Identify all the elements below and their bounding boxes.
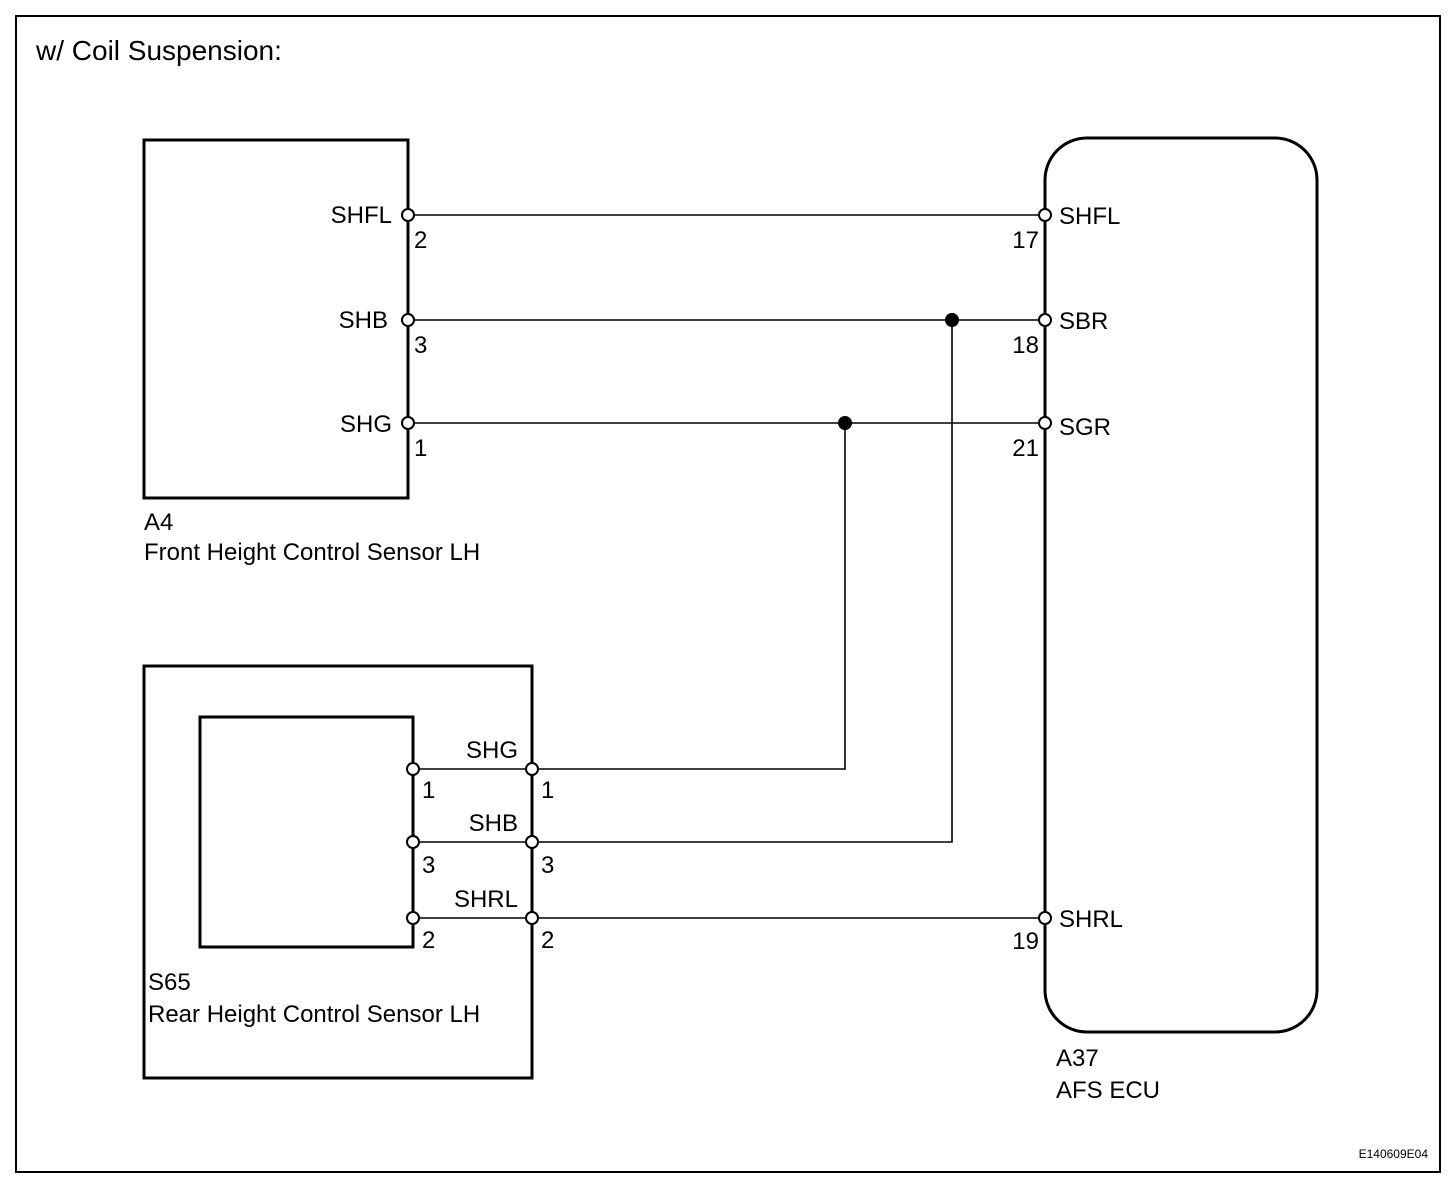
rear-sensor-inner-box <box>198 715 415 949</box>
a4-pin-name-shb: SHB <box>339 307 388 334</box>
wire-shg-rear-branch <box>539 423 846 770</box>
ecu-pin-number-21: 21 <box>1012 435 1039 462</box>
terminal-ecu-shfl <box>1038 208 1052 222</box>
front-sensor-id: A4 <box>144 509 173 536</box>
s65-outer-pin-number-3: 3 <box>541 852 554 879</box>
ecu-pin-name-shfl: SHFL <box>1059 203 1120 230</box>
terminal-rear-outer-3 <box>525 835 539 849</box>
s65-outer-pin-number-1: 1 <box>541 777 554 804</box>
ecu-pin-name-sbr: SBR <box>1059 308 1108 335</box>
terminal-a4-shfl <box>401 208 415 222</box>
ecu-pin-name-sgr: SGR <box>1059 414 1111 441</box>
s65-pin-name-shrl: SHRL <box>454 886 518 913</box>
front-sensor-name: Front Height Control Sensor LH <box>144 539 480 566</box>
ecu-pin-name-shrl: SHRL <box>1059 906 1123 933</box>
ecu-pin-number-19: 19 <box>1012 928 1039 955</box>
ecu-pin-number-17: 17 <box>1012 227 1039 254</box>
terminal-rear-outer-2 <box>525 911 539 925</box>
terminal-ecu-shrl <box>1038 911 1052 925</box>
ecu-id: A37 <box>1056 1045 1099 1072</box>
terminal-rear-outer-1 <box>525 762 539 776</box>
diagram-title: w/ Coil Suspension: <box>35 35 282 66</box>
a4-pin-name-shfl: SHFL <box>331 202 392 229</box>
terminal-rear-inner-2 <box>406 911 420 925</box>
terminal-rear-inner-3 <box>406 835 420 849</box>
rear-sensor-id: S65 <box>148 969 191 996</box>
a4-pin-name-shg: SHG <box>340 411 392 438</box>
ecu-name: AFS ECU <box>1056 1077 1160 1104</box>
splice-dot-shb <box>945 313 959 327</box>
figure-id: E140609E04 <box>1359 1147 1429 1161</box>
ecu-box <box>1043 136 1319 1034</box>
s65-inner-pin-number-2: 2 <box>422 927 435 954</box>
ecu-pin-number-18: 18 <box>1012 332 1039 359</box>
splice-dot-shg <box>838 416 852 430</box>
wire-shb-rear-branch <box>539 320 953 843</box>
s65-outer-pin-number-2: 2 <box>541 927 554 954</box>
terminal-ecu-sbr <box>1038 313 1052 327</box>
terminal-rear-inner-1 <box>406 762 420 776</box>
a4-pin-number-3: 3 <box>414 332 427 359</box>
a4-pin-number-1: 1 <box>414 435 427 462</box>
outer-frame <box>15 15 1441 1173</box>
s65-inner-pin-number-1: 1 <box>422 777 435 804</box>
s65-pin-name-shb: SHB <box>469 810 518 837</box>
rear-sensor-box <box>142 664 534 1080</box>
terminal-a4-shg <box>401 416 415 430</box>
s65-inner-pin-number-3: 3 <box>422 852 435 879</box>
a4-pin-number-2: 2 <box>414 227 427 254</box>
terminal-a4-shb <box>401 313 415 327</box>
terminal-ecu-sgr <box>1038 416 1052 430</box>
s65-pin-name-shg: SHG <box>466 737 518 764</box>
rear-sensor-name: Rear Height Control Sensor LH <box>148 1001 480 1028</box>
